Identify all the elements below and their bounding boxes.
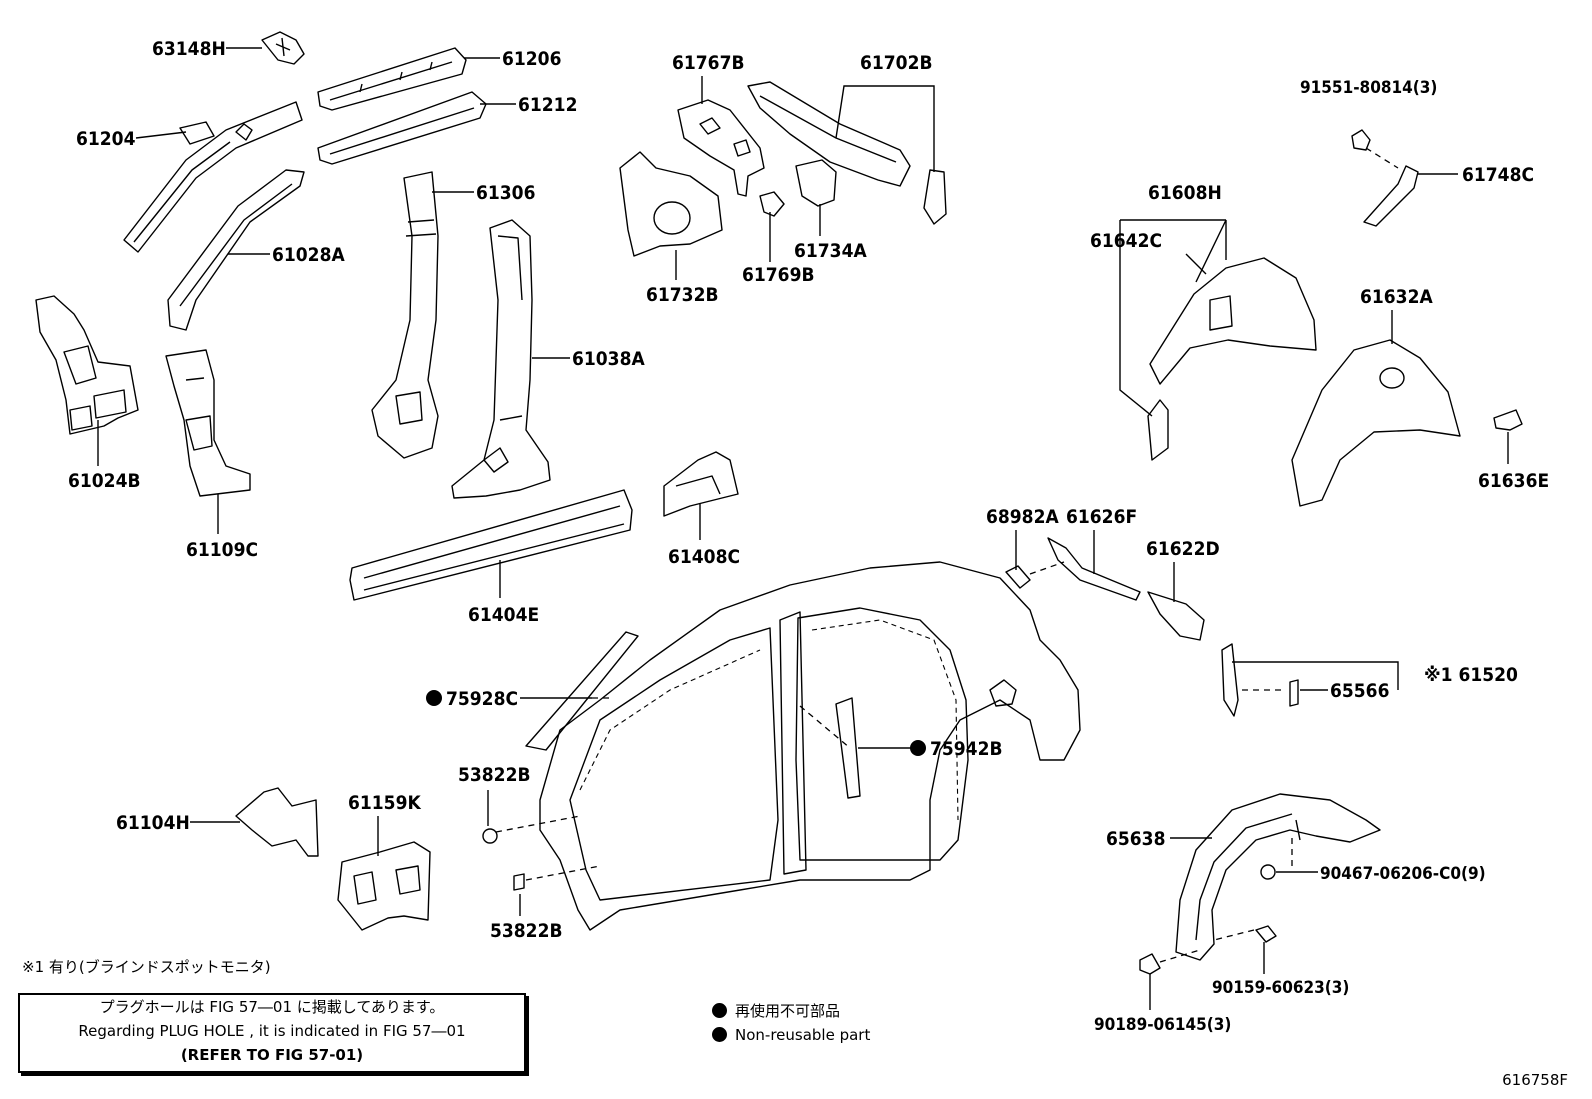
notice-box: プラグホールは FIG 57―01 に掲載してあります。 Regarding P…: [18, 993, 526, 1073]
label-53822B-upper: 53822B: [458, 764, 531, 786]
nonreusable-marker-75928C: [426, 690, 442, 706]
label-61732B: 61732B: [646, 284, 719, 306]
part-drawing-61734A: [795, 159, 837, 207]
part-labels: 63148H 61206 61212 61204 61306 61028A 61…: [68, 38, 1549, 1035]
label-61408C: 61408C: [668, 546, 740, 568]
notice-line-3: (REFER TO FIG 57-01): [180, 1046, 364, 1064]
label-61748C: 61748C: [1462, 164, 1534, 186]
label-90159-60623: 90159-60623(3): [1212, 978, 1349, 998]
part-drawing-61632A: [1291, 339, 1461, 507]
part-drawing-65638: [1175, 793, 1381, 961]
label-90467-06206-C0: 90467-06206-C0(9): [1320, 864, 1486, 884]
body-side-outer: [539, 561, 1081, 931]
part-drawing-61038A: [451, 219, 551, 499]
part-drawing-61212: [317, 91, 487, 165]
label-61204: 61204: [76, 128, 136, 150]
part-drawing-61206: [317, 47, 467, 111]
part-drawing-61306: [371, 171, 439, 459]
legend-jp: 再使用不可部品: [712, 1000, 840, 1021]
bullet-icon: [712, 1003, 727, 1018]
part-drawing-61702B: [747, 81, 947, 225]
label-61626F: 61626F: [1066, 506, 1137, 528]
part-drawing-61408C: [663, 451, 739, 517]
label-61206: 61206: [502, 48, 561, 70]
part-drawing-61520: [1221, 643, 1239, 717]
part-drawing-63148H: [261, 31, 305, 65]
label-61024B: 61024B: [68, 470, 141, 492]
label-61212: 61212: [518, 94, 577, 116]
part-drawing-91551: [1351, 129, 1371, 151]
part-drawing-61109C: [165, 349, 251, 497]
part-drawing-61204: [123, 101, 303, 253]
notice-line-1: プラグホールは FIG 57―01 に掲載してあります。: [99, 998, 445, 1016]
part-drawing-75928C: [525, 631, 639, 751]
label-61608H: 61608H: [1148, 182, 1222, 204]
label-53822B-lower: 53822B: [490, 920, 563, 942]
label-61734A: 61734A: [794, 240, 867, 262]
label-61632A: 61632A: [1360, 286, 1433, 308]
part-drawing-61622D: [1147, 591, 1205, 641]
label-61520: ※1 61520: [1424, 664, 1518, 686]
part-drawing-fasteners: [482, 828, 1277, 975]
part-drawing-61636E: [1493, 409, 1523, 431]
label-61636E: 61636E: [1478, 470, 1549, 492]
label-61104H: 61104H: [116, 812, 190, 834]
part-drawing-61404E: [349, 489, 633, 601]
label-91551-80814: 91551-80814(3): [1300, 78, 1437, 98]
label-65566: 65566: [1330, 680, 1389, 702]
label-61404E: 61404E: [468, 604, 539, 626]
label-75928C: 75928C: [446, 688, 518, 710]
label-61702B: 61702B: [860, 52, 933, 74]
label-61028A: 61028A: [272, 244, 345, 266]
legend-en-text: Non-reusable part: [735, 1026, 871, 1044]
label-61038A: 61038A: [572, 348, 645, 370]
part-drawing-61769B: [759, 191, 785, 217]
label-61769B: 61769B: [742, 264, 815, 286]
part-drawing-75942B: [835, 697, 861, 799]
label-90189-06145: 90189-06145(3): [1094, 1015, 1231, 1035]
part-drawing-61767B: [677, 99, 765, 197]
label-61306: 61306: [476, 182, 535, 204]
part-drawing-61159K: [337, 841, 431, 931]
part-drawing-61104H: [235, 787, 319, 857]
part-drawing-61748C: [1363, 165, 1419, 227]
label-75942B: 75942B: [930, 738, 1003, 760]
part-drawing-61608H: [1149, 253, 1317, 385]
label-61642C: 61642C: [1090, 230, 1162, 252]
part-drawing-61732B: [619, 151, 723, 257]
part-drawing-61642C: [1147, 399, 1169, 461]
leader-lines: [97, 47, 1509, 1010]
notice-line-2: Regarding PLUG HOLE , it is indicated in…: [78, 1022, 466, 1040]
part-drawing-61024B: [35, 295, 139, 435]
nonreusable-marker-75942B: [910, 740, 926, 756]
legend-jp-text: 再使用不可部品: [735, 1002, 841, 1020]
legend-en: Non-reusable part: [712, 1026, 870, 1044]
label-65638: 65638: [1106, 828, 1165, 850]
label-61767B: 61767B: [672, 52, 745, 74]
bullet-icon: [712, 1027, 727, 1042]
label-61622D: 61622D: [1146, 538, 1220, 560]
figure-id: 616758F: [1502, 1071, 1568, 1089]
part-drawing-61028A: [167, 169, 305, 331]
part-drawing-65566: [1289, 679, 1299, 707]
label-68982A: 68982A: [986, 506, 1059, 528]
label-61109C: 61109C: [186, 539, 258, 561]
label-63148H: 63148H: [152, 38, 226, 60]
label-61159K: 61159K: [348, 792, 421, 814]
footnote: ※1 有り(ブラインドスポットモニタ): [22, 958, 271, 976]
part-drawing-68982A: [1005, 565, 1031, 589]
